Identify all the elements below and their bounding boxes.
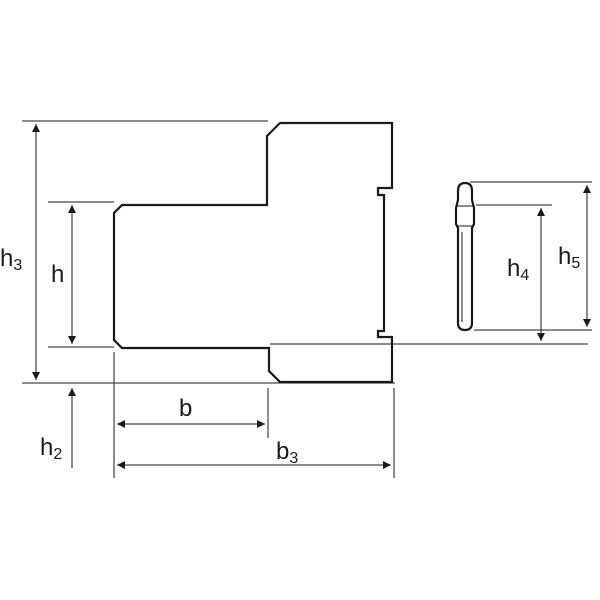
terminal-pin: [454, 181, 476, 332]
dimension-lines: [32, 124, 591, 469]
extension-lines: [22, 120, 592, 478]
device-outline: [112, 121, 394, 384]
label-h4: h4: [507, 255, 529, 284]
label-h: h: [51, 261, 64, 288]
label-b3: b3: [276, 438, 298, 467]
label-b: b: [179, 395, 192, 422]
label-h3: h3: [0, 245, 22, 274]
label-h5: h5: [558, 243, 580, 272]
label-h2: h2: [40, 434, 62, 463]
